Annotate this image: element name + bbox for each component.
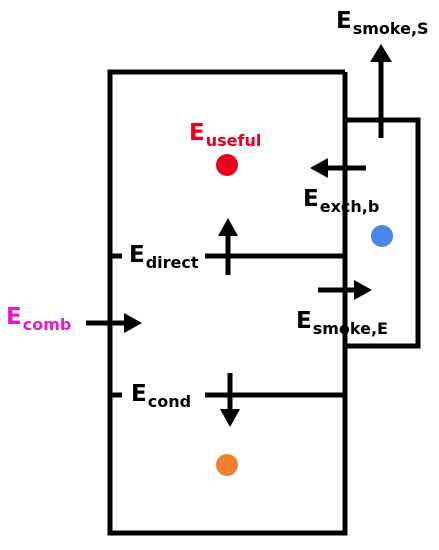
useful-dot xyxy=(216,154,238,176)
label-useful: Euseful xyxy=(189,120,262,150)
arrow-exch-b-head xyxy=(310,158,328,178)
arrow-direct-head xyxy=(218,218,238,236)
arrow-smoke-e-head xyxy=(354,280,372,300)
label-direct: Edirect xyxy=(129,242,199,272)
main-enclosure xyxy=(107,69,348,536)
exchanger-dot xyxy=(371,225,393,247)
label-comb: Ecomb xyxy=(6,304,72,334)
arrow-cond-head xyxy=(220,409,240,427)
arrow-comb-head xyxy=(124,313,142,333)
label-cond: Econd xyxy=(131,381,192,411)
label-exch-b: Eexch,b xyxy=(303,186,380,216)
arrow-smoke-s-head xyxy=(370,44,392,62)
label-smoke-s: Esmoke,S xyxy=(336,8,429,38)
cond-dot xyxy=(216,454,238,476)
label-smoke-e: Esmoke,E xyxy=(296,308,388,338)
